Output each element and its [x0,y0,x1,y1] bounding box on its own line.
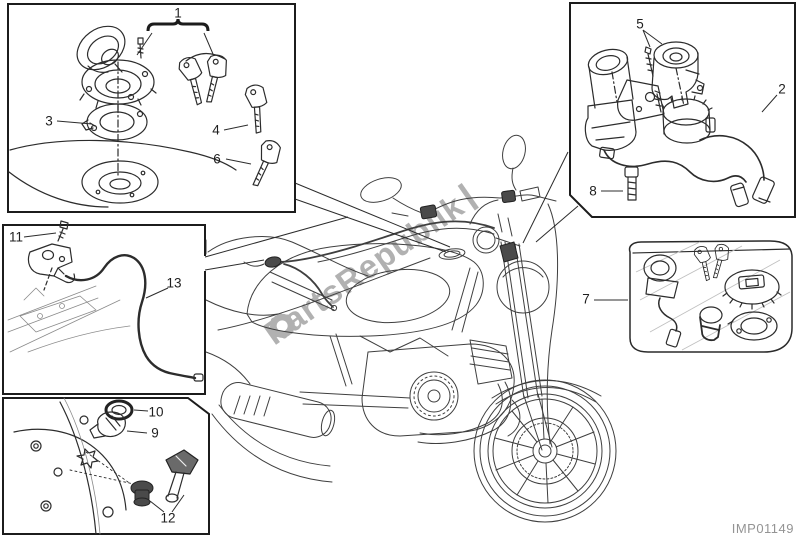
panel-tank-filler-lock [7,3,296,213]
motorcycle-drawing [205,134,617,523]
panel-sidestand-switch [2,397,210,535]
figure-code: IMP01149 [731,521,794,536]
panel-shading-lines [635,241,791,351]
callout-3: 3 [45,113,53,129]
panel-lock-kit [594,240,793,353]
panel-seat-lock-cable [2,220,206,395]
callout-5: 5 [636,16,644,32]
callout-1: 1 [174,5,182,21]
callout-12: 12 [160,510,176,526]
callout-7: 7 [582,291,590,307]
callout-11: 11 [8,229,24,245]
callout-6: 6 [213,151,221,167]
lock-kit-parts [643,242,782,348]
panel-ignition-switch [569,2,796,218]
ignition-switch-parts [584,41,775,208]
sidestand-switch-parts [13,397,199,535]
tank-filler-lock-parts [8,25,285,208]
callout-9: 9 [151,425,159,441]
callout-4: 4 [212,122,220,138]
callout-8: 8 [589,183,597,199]
seat-lock-cable-parts [7,220,204,382]
callout-1-bracket [136,18,214,56]
callout-13: 13 [166,275,182,291]
callout-10: 10 [148,404,164,420]
callout-2: 2 [778,81,786,97]
panel-leader-lines [204,151,579,271]
